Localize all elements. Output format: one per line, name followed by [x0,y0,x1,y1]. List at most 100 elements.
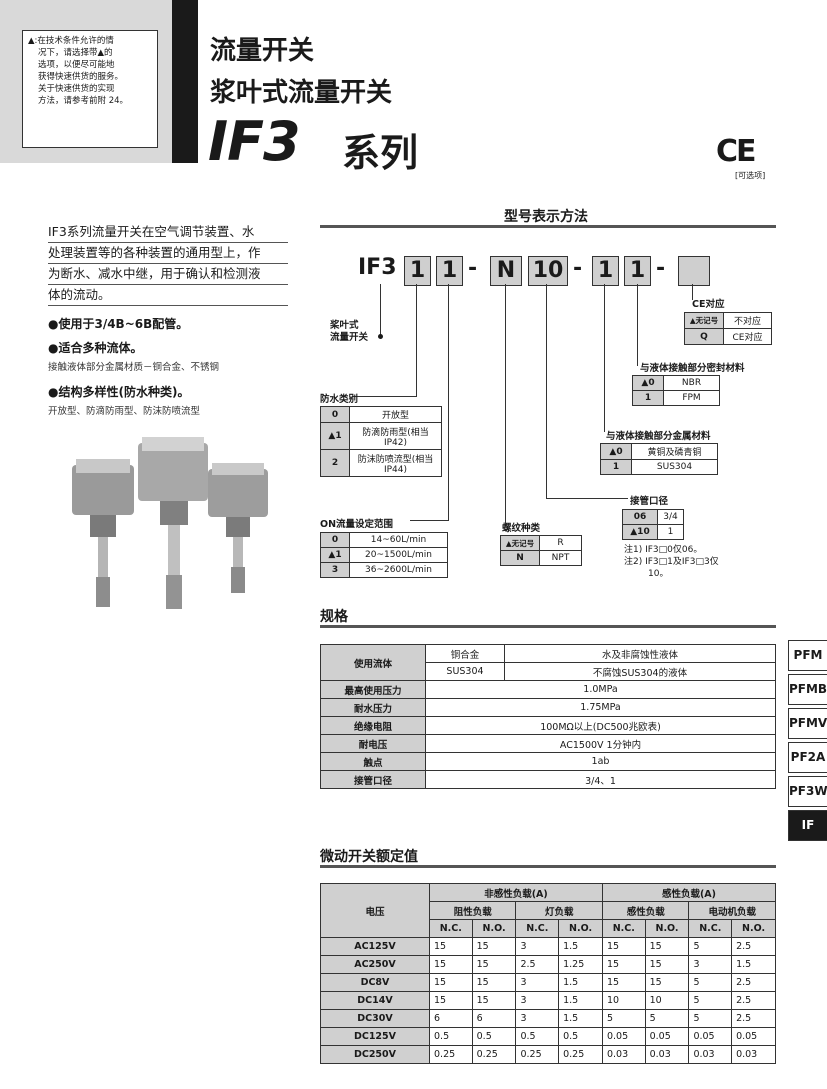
ce-option-label: [可选项] [735,171,766,180]
switch-unit-right [208,463,268,593]
connector-line [448,284,449,520]
metal-label: 与液体接触部分金属材料 [606,431,711,442]
rating-head-lamp: 灯负载 [515,901,603,920]
rating-value: 2.5 [731,937,776,956]
connector-dot [378,334,383,339]
spec-value: 1.75MPa [425,698,776,717]
rating-value: 1.5 [558,991,603,1010]
option-code: Q [684,328,724,345]
rating-value: 0.25 [515,1045,560,1064]
option-code: ▲0 [600,443,632,460]
ce-label: CE对应 [692,299,725,310]
rating-value: 0.05 [731,1027,776,1046]
rating-head-inductive: 感性负载(A) [601,883,777,902]
thread-label: 螺纹种类 [502,523,541,534]
description-line: 为断水、减水中继，用于确认和检测液 [48,264,288,285]
rating-head-nc: N.C. [688,919,733,938]
rating-voltage: DC125V [320,1027,430,1046]
rating-value: 0.25 [471,1045,517,1064]
rating-section-title: 微动开关额定值 [320,849,418,865]
description-line: 体的流动。 [48,285,288,306]
rating-value: 2.5 [731,991,776,1010]
spec-value: 1.0MPa [425,680,776,699]
rating-value: 15 [644,955,690,974]
paddle-label-line: 桨叶式 [330,320,359,331]
header-black-bar [172,0,198,163]
rating-value: 15 [471,991,517,1010]
description-line: 处理装置等的各种装置的通用型上，作 [48,243,288,264]
spec-name: 耐电压 [320,734,426,753]
rating-value: 0.5 [471,1027,517,1046]
option-desc: SUS304 [631,459,718,475]
tab-pf3w[interactable]: PF3W [788,776,827,807]
rating-value: 3 [515,991,560,1010]
rating-head-noninductive: 非感性负载(A) [429,883,603,902]
tab-pfm[interactable]: PFM [788,640,827,671]
model-section-rule [320,225,776,228]
connector-line [604,284,605,432]
switch-unit-left [72,459,134,607]
rating-value: 5 [688,973,733,992]
tab-pf2a[interactable]: PF2A [788,742,827,773]
rating-table: 电压 非感性负载(A) 感性负载(A) 阻性负载 灯负载 感性负载 电动机负载 … [320,883,777,1064]
tab-if[interactable]: IF [788,810,827,841]
option-code: ▲无记号 [684,312,724,329]
option-code: ▲10 [622,524,658,540]
rating-value: 0.05 [644,1027,690,1046]
rating-value: 15 [429,955,473,974]
note-line: 选项，以便尽可能地 [38,60,115,70]
rating-value: 2.5 [515,955,560,974]
rating-value: 0.25 [429,1045,473,1064]
code-dash: - [656,256,666,281]
page-title-line1: 流量开关 [210,36,315,66]
series-code: IF3 [208,110,301,173]
rating-value: 15 [471,973,517,992]
feature-sub: 接触液体部分金属材质－铜合金、不锈钢 [48,362,220,373]
connector-line [505,284,506,526]
rating-value: 2.5 [731,1009,776,1028]
rating-value: 15 [601,937,646,956]
rating-value: 15 [601,955,646,974]
option-code: 2 [320,449,350,477]
note-line: 况下，请选择带▲的 [38,48,113,58]
tab-pfmv[interactable]: PFMV [788,708,827,739]
spec-value: 100MΩ以上(DC500兆欧表) [425,716,776,735]
ce-mark-icon: CE [716,134,756,169]
tab-pfmb[interactable]: PFMB [788,674,827,705]
code-box-port: 10 [528,256,568,286]
option-code: ▲1 [320,547,350,563]
code-dash: - [573,256,583,281]
rating-voltage: DC14V [320,991,430,1010]
rating-value: 15 [429,937,473,956]
code-box-seal: 1 [624,256,651,286]
rating-value: 1.5 [731,955,776,974]
rating-value: 15 [601,973,646,992]
rating-value: 1.5 [558,1009,603,1028]
spec-value: 3/4、1 [425,770,776,789]
option-desc: 开放型 [349,406,442,423]
option-code: N [500,550,540,566]
connector-line [546,498,628,499]
rating-head-nc: N.C. [429,919,473,938]
rating-head-induct: 感性负载 [601,901,690,920]
rating-head-nc: N.C. [601,919,646,938]
rating-value: 5 [688,937,733,956]
spec-name: 最高使用压力 [320,680,426,699]
option-desc: 20~1500L/min [349,547,448,563]
feature-title: ●适合多种流体。 [48,341,143,355]
code-box-thread: N [490,256,522,286]
spec-name: 耐水压力 [320,698,426,717]
rating-value: 15 [644,973,690,992]
feature-title: ●使用于3/4B~6B配管。 [48,317,189,331]
option-desc: 不对应 [723,312,772,329]
rating-value: 15 [429,973,473,992]
connector-line [546,284,547,498]
